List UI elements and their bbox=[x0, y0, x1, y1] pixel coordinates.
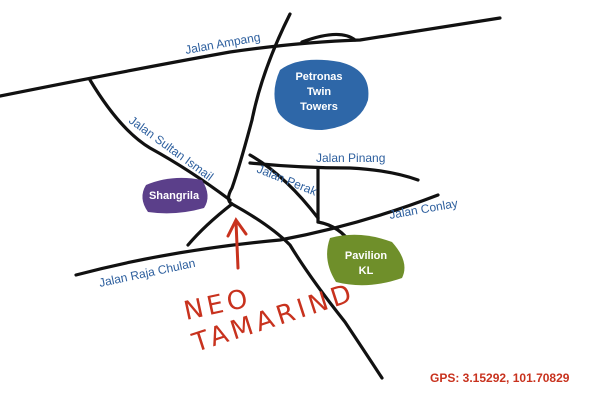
up-arrow-icon bbox=[226, 217, 248, 270]
shangrila-label: Shangrila bbox=[149, 190, 200, 202]
road-jalan-ampang bbox=[0, 16, 502, 98]
road-jalan-raja-chulan bbox=[74, 193, 440, 277]
road-jalan-perak bbox=[248, 153, 320, 220]
road-jalan-sultan-ismail bbox=[226, 12, 292, 206]
petronas-label-line3: Towers bbox=[300, 101, 338, 113]
label-jalan-raja-chulan: Jalan Raja Chulan bbox=[98, 256, 197, 290]
road-jalan-pinang bbox=[248, 161, 420, 182]
road-ampang-arc bbox=[300, 32, 357, 44]
pavilion-label-line1: Pavilion bbox=[345, 250, 387, 262]
petronas-label-line2: Twin bbox=[307, 86, 332, 98]
shangrila-shape bbox=[142, 177, 208, 214]
label-jalan-sultan-ismail: Jalan Sultan Ismail bbox=[126, 113, 216, 184]
road-diagonal-south bbox=[230, 202, 384, 380]
pavilion-kl-shape bbox=[327, 234, 405, 286]
petronas-label-line1: Petronas bbox=[295, 71, 342, 83]
gps-coordinates: GPS: 3.15292, 101.70829 bbox=[430, 371, 570, 385]
road-upper-diagonal bbox=[88, 78, 232, 202]
pavilion-label-line2: KL bbox=[359, 265, 374, 277]
label-jalan-pinang: Jalan Pinang bbox=[316, 151, 385, 165]
petronas-twin-towers-shape bbox=[274, 59, 369, 130]
road-west-connector bbox=[186, 202, 234, 247]
